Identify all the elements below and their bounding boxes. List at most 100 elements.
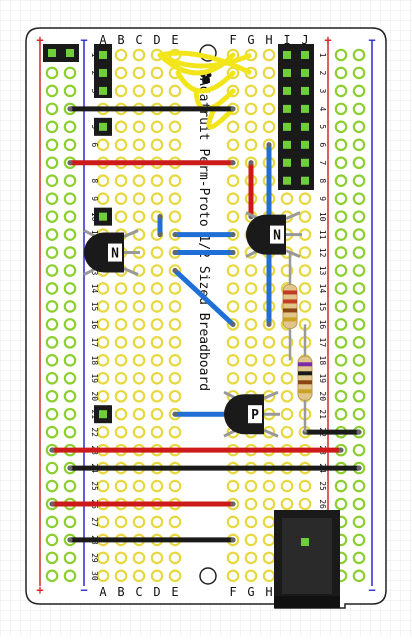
terminal-pad — [244, 551, 258, 565]
row-label: 19 — [90, 373, 99, 383]
terminal-pad — [114, 66, 128, 80]
terminal-pad — [244, 336, 258, 349]
rail-pad — [63, 336, 77, 349]
row-label: 3 — [318, 89, 327, 94]
terminal-pad — [114, 479, 128, 493]
row-label: 2 — [318, 71, 327, 76]
terminal-pad — [226, 300, 240, 313]
terminal-pad — [114, 425, 128, 439]
rail-pad — [334, 138, 348, 152]
rail-pad — [334, 84, 348, 98]
terminal-pad — [150, 425, 164, 439]
header-pin — [301, 176, 309, 185]
terminal-pad — [150, 264, 164, 277]
terminal-pad — [298, 282, 312, 295]
terminal-pad — [298, 192, 312, 205]
rail-pad — [352, 318, 366, 331]
terminal-pad — [168, 479, 182, 493]
row-label: 4 — [318, 106, 327, 111]
resistor-icon — [282, 252, 298, 361]
terminal-pad — [168, 551, 182, 565]
terminal-pad — [132, 138, 146, 152]
transistor-label-box — [248, 405, 262, 424]
terminal-pad — [114, 84, 128, 98]
column-label: E — [171, 585, 178, 599]
rail-pad — [352, 264, 366, 277]
terminal-pad — [132, 48, 146, 62]
resistor-band — [298, 380, 312, 385]
terminal-pad — [150, 569, 164, 583]
mounting-hole-bottom — [199, 567, 217, 585]
rail-sign-minus: − — [80, 33, 87, 47]
npn-transistor-icon: N — [83, 229, 140, 276]
terminal-pad — [114, 48, 128, 62]
rail-pad — [352, 497, 366, 511]
terminal-pad — [280, 497, 294, 511]
terminal-pad — [226, 551, 240, 565]
rail-pad — [352, 84, 366, 98]
rail-pad — [45, 407, 59, 421]
transistor-leg — [263, 390, 280, 438]
wire-end — [230, 250, 236, 256]
terminal-pad — [244, 371, 258, 385]
terminal-pad — [226, 479, 240, 493]
column-label: A — [99, 33, 107, 47]
terminal-pad — [150, 282, 164, 295]
terminal-pad — [96, 371, 110, 385]
barrel-jack-inner — [282, 518, 332, 594]
rail-pad — [334, 300, 348, 313]
terminal-pad — [226, 354, 240, 367]
terminal-pad — [168, 515, 182, 529]
row-label: 5 — [318, 124, 327, 129]
row-label: 19 — [318, 373, 327, 383]
terminal-pad — [298, 210, 312, 223]
column-label: C — [135, 585, 142, 599]
terminal-pad — [150, 246, 164, 259]
terminal-pad — [298, 497, 312, 511]
terminal-pad — [96, 354, 110, 367]
rail-pad — [45, 515, 59, 529]
rail-pad — [63, 210, 77, 223]
terminal-pad — [244, 84, 258, 98]
terminal-pad — [132, 389, 146, 403]
transistor-body — [246, 214, 286, 255]
terminal-pad — [244, 354, 258, 367]
header-pin — [283, 68, 291, 77]
terminal-pad — [298, 479, 312, 493]
row-label: 20 — [318, 391, 327, 401]
terminal-pad — [150, 174, 164, 188]
column-label: B — [117, 33, 124, 47]
wire-end — [356, 429, 362, 435]
rail-pad — [334, 66, 348, 80]
row-label: 16 — [90, 320, 99, 330]
terminal-pad — [114, 407, 128, 421]
terminal-pad — [280, 371, 294, 385]
row-label: 9 — [90, 196, 99, 201]
wire-end — [266, 321, 272, 327]
wire-end — [338, 447, 344, 453]
pnp-transistor-icon: P — [223, 390, 280, 438]
terminal-pad — [262, 48, 276, 62]
terminal-pad — [244, 120, 258, 134]
transistor-label: N — [273, 229, 281, 244]
rail-pad — [63, 300, 77, 313]
row-label: 20 — [90, 391, 99, 401]
row-label: 8 — [90, 178, 99, 183]
terminal-pad — [150, 371, 164, 385]
row-label: 15 — [90, 302, 99, 312]
terminal-pad — [262, 120, 276, 134]
rail-pad — [352, 138, 366, 152]
rail-pad — [63, 66, 77, 80]
row-label: 21 — [318, 409, 327, 419]
terminal-pad — [168, 84, 182, 98]
row-label: 16 — [318, 320, 327, 330]
rail-sign-minus: − — [368, 33, 375, 47]
rail-pad — [63, 138, 77, 152]
pin-header-icon — [43, 44, 314, 424]
terminal-pad — [298, 246, 312, 259]
header-pin — [99, 212, 107, 221]
rail-pad — [334, 336, 348, 349]
column-label: E — [171, 33, 178, 47]
